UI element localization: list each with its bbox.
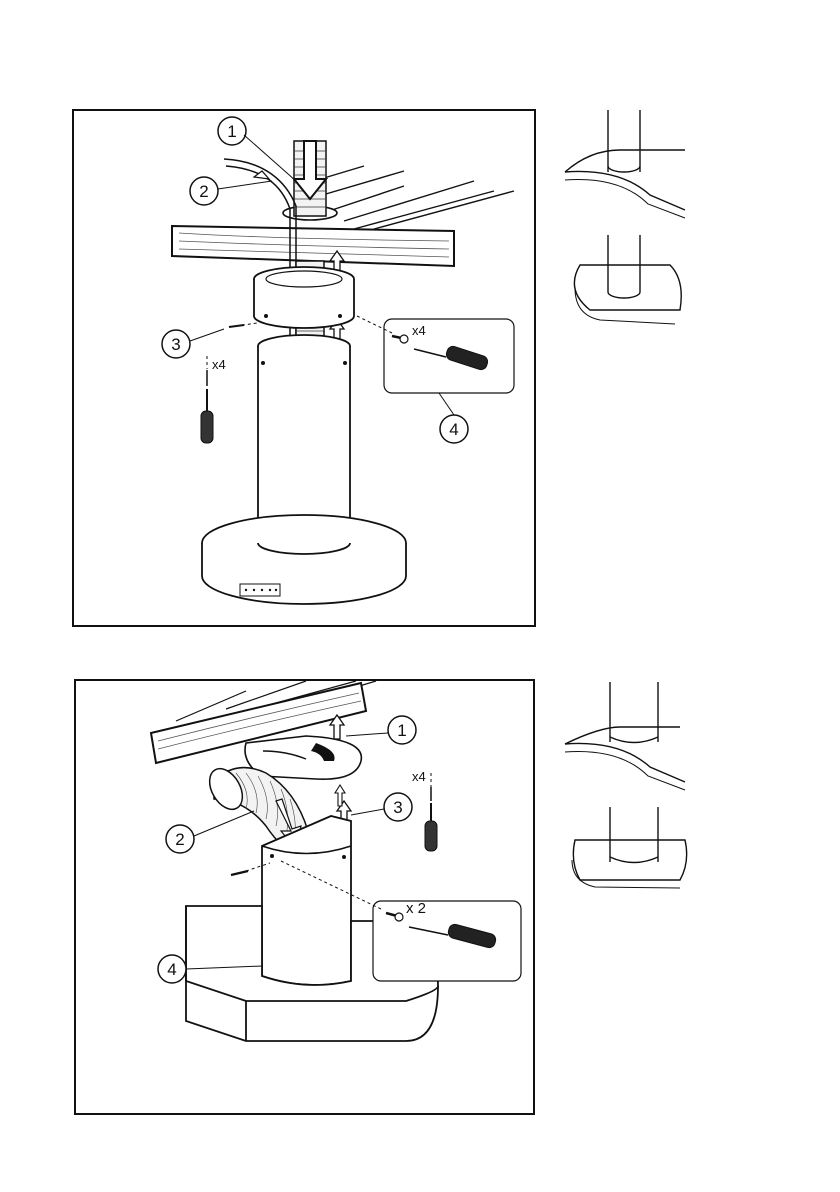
callout-3: 3 xyxy=(351,793,412,821)
screw-icon xyxy=(395,913,403,921)
screw-icon xyxy=(400,335,408,343)
flat-chimney-assembly-diagram: x4 x 2 1 2 3 4 xyxy=(74,679,535,1115)
callout-1: 1 xyxy=(218,117,296,181)
callout-3: 3 xyxy=(162,329,224,358)
svg-text:2: 2 xyxy=(175,830,184,849)
svg-text:3: 3 xyxy=(393,798,402,817)
screw-count-detail: x 2 xyxy=(406,900,426,917)
callout-4: 4 xyxy=(439,393,468,443)
screw-count-left: x4 xyxy=(212,357,226,372)
screw-count-right: x4 xyxy=(412,323,426,338)
screwdriver-icon xyxy=(425,821,437,851)
flat-chimney-illustration: x4 x 2 1 2 3 4 xyxy=(76,681,533,1113)
screw-detail-box xyxy=(373,901,521,981)
svg-text:4: 4 xyxy=(167,960,176,979)
round-base-thumbnails xyxy=(560,110,690,330)
screw-count-top: x4 xyxy=(412,769,426,784)
round-chimney-assembly-diagram: x4 x4 1 2 3 4 xyxy=(72,109,536,627)
svg-text:1: 1 xyxy=(227,122,236,141)
chimney-column xyxy=(262,816,351,985)
svg-text:3: 3 xyxy=(171,335,180,354)
screwdriver-icon xyxy=(201,411,213,443)
callout-2: 2 xyxy=(166,811,254,853)
flat-base-thumbnails xyxy=(560,682,690,902)
svg-text:1: 1 xyxy=(397,721,406,740)
callout-2: 2 xyxy=(190,177,272,205)
ceiling-hatch xyxy=(314,166,514,229)
callout-1: 1 xyxy=(346,716,416,744)
svg-text:4: 4 xyxy=(449,420,458,439)
svg-text:2: 2 xyxy=(199,182,208,201)
round-chimney-illustration: x4 x4 1 2 3 4 xyxy=(74,111,534,625)
